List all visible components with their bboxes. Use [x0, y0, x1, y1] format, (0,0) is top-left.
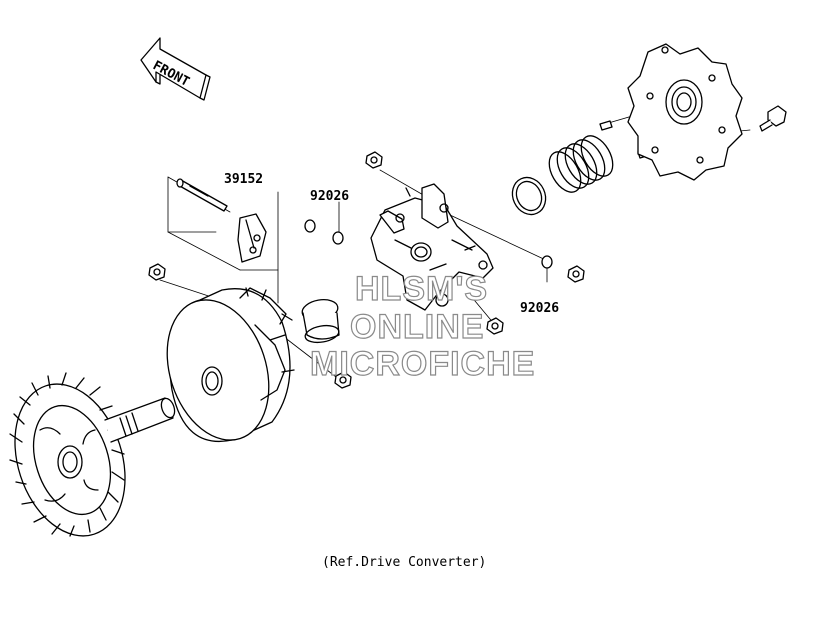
nut-parts [148, 151, 585, 389]
fixed-sheave-fan [9, 372, 176, 537]
part-label-92026-right[interactable]: 92026 [520, 301, 559, 316]
watermark: HLSM'S ONLINE MICROFICHE [309, 269, 535, 383]
arm-part-39152 [237, 213, 267, 263]
bushing-part [301, 299, 340, 344]
movable-sheave [166, 287, 295, 442]
front-arrow-icon: FRONT [140, 37, 211, 101]
o-ring-part [511, 176, 547, 216]
pin-part [176, 178, 228, 212]
watermark-line-2: ONLINE [350, 308, 484, 346]
bolt-part [759, 105, 787, 132]
part-label-92026-top[interactable]: 92026 [310, 189, 349, 204]
spring-part [548, 135, 614, 193]
reference-caption: (Ref.Drive Converter) [322, 555, 486, 570]
part-label-39152[interactable]: 39152 [224, 172, 263, 187]
washer-parts-92026 [304, 219, 553, 269]
watermark-line-1: HLSM'S [355, 270, 488, 308]
watermark-line-3: MICROFICHE [310, 345, 535, 383]
spider-assembly [370, 183, 494, 311]
cover-plate [627, 43, 743, 181]
